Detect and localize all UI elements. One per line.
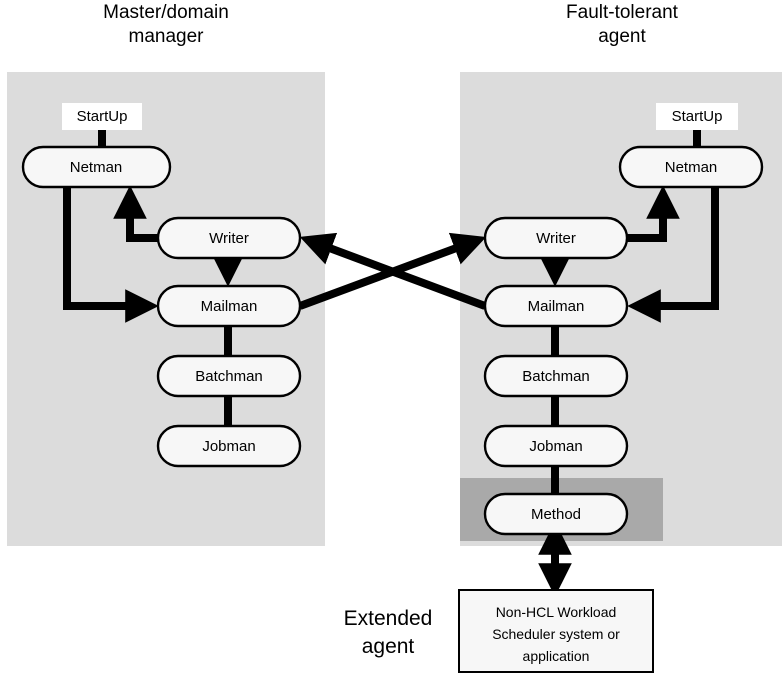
right-jobman-rect (483, 424, 629, 468)
left-batchman-rect (156, 354, 302, 398)
external-box-line1: Non-HCL Workload (496, 604, 617, 620)
right-netman-rect (618, 145, 764, 189)
external-box-rect (458, 589, 654, 673)
right-startup-label: StartUp (672, 108, 723, 125)
extended-agent-title-line1: Extended (344, 607, 433, 630)
left-panel-title-line1: Master/domain (103, 2, 229, 23)
left-startup-label: StartUp (77, 108, 128, 125)
right-mailman-label: Mailman (528, 298, 585, 315)
edge-left-writer-to-netman (113, 185, 158, 242)
right-panel-title-line1: Fault-tolerant (566, 2, 679, 23)
node-left-jobman[interactable]: Jobman (156, 424, 302, 468)
left-netman-rect (21, 145, 172, 189)
left-mailman-label: Mailman (201, 298, 258, 315)
node-left-batchman[interactable]: Batchman (156, 354, 302, 398)
node-right-startup[interactable]: StartUp (656, 103, 738, 130)
right-batchman-label: Batchman (522, 368, 590, 385)
left-netman-label: Netman (70, 159, 123, 176)
node-left-mailman[interactable]: Mailman (156, 284, 302, 328)
edge-right-netman-to-mailman (627, 186, 719, 323)
right-netman-label: Netman (665, 159, 718, 176)
left-jobman-rect (156, 424, 302, 468)
node-left-writer[interactable]: Writer (156, 216, 302, 260)
right-writer-label: Writer (536, 230, 576, 247)
node-right-jobman[interactable]: Jobman (483, 424, 629, 468)
left-jobman-label: Jobman (202, 438, 255, 455)
node-right-netman[interactable]: Netman (618, 145, 764, 189)
node-right-writer[interactable]: Writer (483, 216, 629, 260)
external-box-line3: application (523, 648, 590, 664)
left-batchman-label: Batchman (195, 368, 263, 385)
right-method-label: Method (531, 506, 581, 523)
node-right-batchman[interactable]: Batchman (483, 354, 629, 398)
left-panel-title-line2: manager (129, 26, 205, 47)
node-left-startup[interactable]: StartUp (62, 103, 142, 130)
node-right-mailman[interactable]: Mailman (483, 284, 629, 328)
external-box-line2: Scheduler system or (492, 626, 620, 642)
edge-right-writer-to-netman (626, 185, 680, 242)
right-panel-title-line2: agent (598, 26, 646, 47)
node-right-method[interactable]: Method (483, 492, 629, 536)
extended-agent-title-line2: agent (362, 635, 415, 658)
left-startup-rect (62, 103, 142, 130)
left-writer-label: Writer (209, 230, 249, 247)
left-writer-rect (156, 216, 302, 260)
node-left-netman[interactable]: Netman (21, 145, 172, 189)
edge-left-netman-to-mailman (63, 186, 159, 323)
right-startup-rect (656, 103, 738, 130)
right-jobman-label: Jobman (529, 438, 582, 455)
right-mailman-rect (483, 284, 629, 328)
external-system-box[interactable]: Non-HCL Workload Scheduler system or app… (458, 589, 654, 673)
right-method-rect (483, 492, 629, 536)
right-batchman-rect (483, 354, 629, 398)
right-writer-rect (483, 216, 629, 260)
edge-right-mailman-to-left-writer (299, 232, 487, 310)
left-mailman-rect (156, 284, 302, 328)
